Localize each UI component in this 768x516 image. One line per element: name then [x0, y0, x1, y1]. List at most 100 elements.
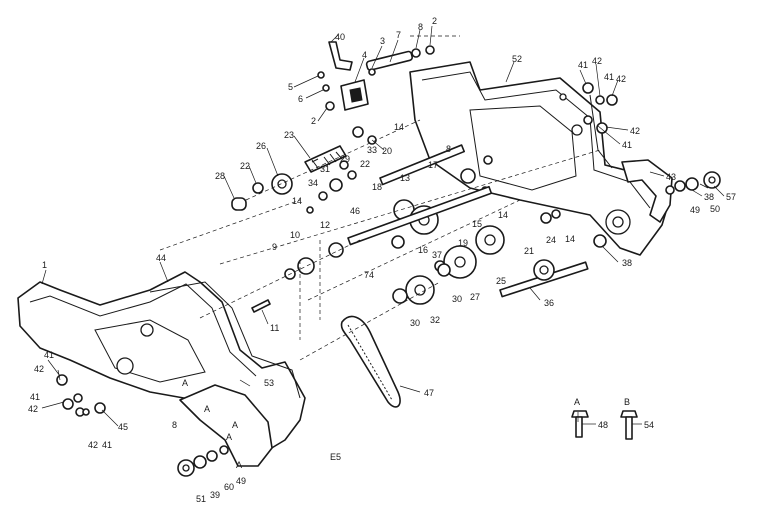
callout-14d: 14: [565, 234, 575, 244]
callout-30b: 30: [410, 318, 420, 328]
callout-48: 48: [598, 420, 608, 430]
callout-49a: 49: [690, 205, 700, 215]
callout-29: 29: [340, 154, 350, 164]
callout-a2: A: [204, 404, 210, 414]
callout-7: 7: [396, 30, 401, 40]
callout-54: 54: [644, 420, 654, 430]
callout-2b: 2: [311, 116, 316, 126]
lower-shaft-with-sprocket: [392, 234, 607, 305]
right-chain-case: [409, 61, 669, 256]
callout-26: 26: [256, 141, 266, 151]
callout-60: 60: [224, 482, 234, 492]
callout-6: 6: [298, 94, 303, 104]
callout-41c: 41: [622, 140, 632, 150]
callout-16: 16: [418, 245, 428, 255]
callout-41f: 41: [102, 440, 112, 450]
callout-15: 15: [472, 219, 482, 229]
bolt-b-letter: B: [624, 397, 630, 407]
callout-47: 47: [424, 388, 434, 398]
callout-43: 43: [666, 172, 676, 182]
callout-38b: 38: [622, 258, 632, 268]
drive-chain: [340, 315, 401, 408]
callout-18: 18: [372, 182, 382, 192]
callout-45: 45: [118, 422, 128, 432]
assembly-guide-lines: [159, 35, 601, 361]
callout-22b: 22: [360, 159, 370, 169]
callout-57: 57: [726, 192, 736, 202]
callout-25: 25: [496, 276, 506, 286]
callout-a5: A: [236, 460, 242, 470]
callout-5: 5: [288, 82, 293, 92]
shift-lever-assembly: [317, 41, 435, 111]
callout-38a: 38: [704, 192, 714, 202]
callout-50: 50: [710, 204, 720, 214]
callout-a4: A: [226, 432, 232, 442]
callout-42a: 42: [592, 56, 602, 66]
callout-a1: A: [182, 378, 188, 388]
bolt-a: [571, 410, 589, 438]
callout-30a: 30: [452, 294, 462, 304]
callout-14a: 14: [394, 122, 404, 132]
callout-42b: 42: [616, 74, 626, 84]
callout-51: 51: [196, 494, 206, 504]
worm-shaft-and-gear: [231, 126, 377, 214]
callout-11: 11: [270, 323, 279, 333]
callout-10: 10: [290, 230, 300, 240]
callout-4: 4: [362, 50, 367, 60]
callout-41b: 41: [604, 72, 614, 82]
callout-labels: 40 3 7 8 2 4 5 6 2 23 26 22 28 14 20 33 …: [28, 16, 736, 504]
bolt-part-11: [251, 268, 296, 313]
callout-9: 9: [272, 242, 277, 252]
callout-a3: A: [232, 420, 238, 430]
callout-8-lower: 8: [172, 420, 177, 430]
callout-21: 21: [524, 246, 534, 256]
bolt-a-letter: A: [574, 397, 580, 407]
callout-46: 46: [350, 206, 360, 216]
callout-14b: 14: [292, 196, 302, 206]
callout-24: 24: [546, 235, 556, 245]
callout-41a: 41: [578, 60, 588, 70]
callout-17: 17: [428, 160, 438, 170]
callout-39: 39: [210, 490, 220, 500]
middle-shaft-with-sprockets: [297, 185, 561, 279]
diagram-caption: E5: [330, 452, 341, 462]
callout-53: 53: [264, 378, 274, 388]
callout-13: 13: [400, 173, 410, 183]
callout-42d: 42: [34, 364, 44, 374]
bottom-hardware-stack: [177, 445, 229, 477]
callout-40: 40: [335, 32, 345, 42]
callout-28: 28: [215, 171, 225, 181]
callout-20: 20: [382, 146, 392, 156]
lower-cover-plate: [179, 384, 273, 467]
callout-8a: 8: [418, 22, 423, 32]
left-side-hardware: [56, 374, 106, 417]
bracket-part-43: [621, 159, 673, 223]
callout-8b: 8: [446, 144, 451, 154]
callout-74: 74: [364, 270, 374, 280]
callout-52: 52: [512, 54, 522, 64]
callout-42c: 42: [630, 126, 640, 136]
callout-33: 33: [367, 145, 377, 155]
callout-42f: 42: [88, 440, 98, 450]
callout-32: 32: [430, 315, 440, 325]
callout-19: 19: [458, 238, 468, 248]
callout-41d: 41: [44, 350, 54, 360]
callout-leaders: [41, 25, 725, 427]
callout-22a: 22: [240, 161, 250, 171]
callout-1: 1: [42, 260, 47, 270]
callout-23: 23: [284, 130, 294, 140]
callout-44: 44: [156, 253, 166, 263]
callout-34: 34: [308, 178, 318, 188]
callout-42e: 42: [28, 404, 38, 414]
callout-3: 3: [380, 36, 385, 46]
callout-49b: 49: [236, 476, 246, 486]
bolt-b: [620, 410, 638, 440]
callout-36: 36: [544, 298, 554, 308]
callout-37: 37: [432, 250, 442, 260]
callout-31: 31: [320, 164, 330, 174]
callout-2a: 2: [432, 16, 437, 26]
callout-27: 27: [470, 292, 480, 302]
callout-41e: 41: [30, 392, 40, 402]
